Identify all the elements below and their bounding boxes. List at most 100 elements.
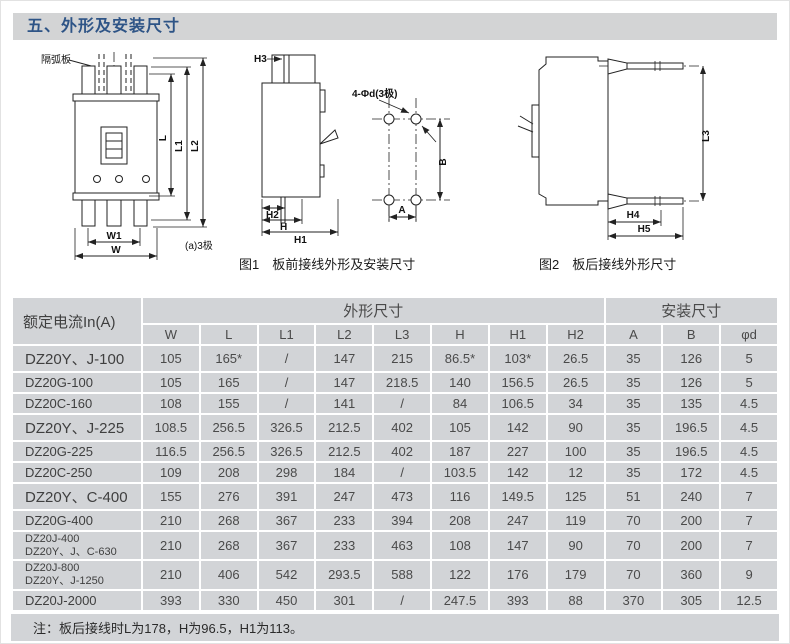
arc-plate-label: 隔弧板 xyxy=(41,53,71,66)
value-cell: 367 xyxy=(258,532,315,560)
value-cell: 35 xyxy=(605,415,662,440)
value-cell: 142 xyxy=(489,463,546,482)
value-cell: 210 xyxy=(143,511,199,530)
value-cell: 103.5 xyxy=(432,463,488,482)
value-cell: 142 xyxy=(489,415,546,440)
value-cell: / xyxy=(258,373,315,392)
value-cell: 233 xyxy=(316,532,373,560)
value-cell: 7 xyxy=(721,532,777,560)
value-cell: 326.5 xyxy=(258,415,315,440)
model-cell: DZ20G-400 xyxy=(13,511,141,530)
column-header: L2 xyxy=(316,325,373,344)
value-cell: 155 xyxy=(200,394,257,413)
value-cell: 135 xyxy=(663,394,720,413)
dim-l3-label: L3 xyxy=(701,130,712,142)
value-cell: / xyxy=(258,394,315,413)
value-cell: 84 xyxy=(432,394,488,413)
value-cell: / xyxy=(374,590,431,610)
section-title: 五、外形及安装尺寸 xyxy=(13,13,777,40)
value-cell: 588 xyxy=(374,561,431,589)
value-cell: 155 xyxy=(143,484,199,509)
column-header: H xyxy=(432,325,488,344)
value-cell: 293.5 xyxy=(316,561,373,589)
value-cell: 12 xyxy=(547,463,604,482)
value-cell: 330 xyxy=(200,590,257,610)
value-cell: 208 xyxy=(200,463,257,482)
value-cell: 147 xyxy=(316,373,373,392)
value-cell: 4.5 xyxy=(721,415,777,440)
value-cell: / xyxy=(374,394,431,413)
value-cell: 7 xyxy=(721,511,777,530)
value-cell: 240 xyxy=(663,484,720,509)
value-cell: 247 xyxy=(489,511,546,530)
model-cell: DZ20J-400 DZ20Y、J、C-630 xyxy=(13,532,141,560)
value-cell: 141 xyxy=(316,394,373,413)
value-cell: 360 xyxy=(663,561,720,589)
value-cell: 9 xyxy=(721,561,777,589)
dim-b-label: B xyxy=(438,158,449,165)
dim-h5-label: H5 xyxy=(638,224,651,235)
value-cell: 218.5 xyxy=(374,373,431,392)
value-cell: 196.5 xyxy=(663,415,720,440)
value-cell: 402 xyxy=(374,415,431,440)
table-note: 注：板后接线时L为178，H为96.5，H1为113。 xyxy=(11,613,779,641)
model-cell: DZ20C-250 xyxy=(13,463,141,482)
value-cell: 4.5 xyxy=(721,442,777,461)
value-cell: 51 xyxy=(605,484,662,509)
value-cell: 176 xyxy=(489,561,546,589)
value-cell: 298 xyxy=(258,463,315,482)
value-cell: 256.5 xyxy=(200,442,257,461)
dim-l-label: L xyxy=(158,135,169,141)
value-cell: 12.5 xyxy=(721,590,777,610)
value-cell: 391 xyxy=(258,484,315,509)
value-cell: 125 xyxy=(547,484,604,509)
value-cell: 370 xyxy=(605,590,662,610)
value-cell: 108 xyxy=(432,532,488,560)
value-cell: 26.5 xyxy=(547,373,604,392)
header-rated-current: 额定电流In(A) xyxy=(13,298,141,344)
value-cell: 463 xyxy=(374,532,431,560)
value-cell: 156.5 xyxy=(489,373,546,392)
value-cell: 106.5 xyxy=(489,394,546,413)
value-cell: 212.5 xyxy=(316,415,373,440)
value-cell: 473 xyxy=(374,484,431,509)
value-cell: 187 xyxy=(432,442,488,461)
value-cell: 116.5 xyxy=(143,442,199,461)
value-cell: 301 xyxy=(316,590,373,610)
value-cell: 147 xyxy=(489,532,546,560)
value-cell: 100 xyxy=(547,442,604,461)
model-cell: DZ20J-2000 xyxy=(13,590,141,610)
value-cell: 147 xyxy=(316,346,373,371)
value-cell: 165 xyxy=(200,373,257,392)
column-header: L xyxy=(200,325,257,344)
value-cell: 4.5 xyxy=(721,394,777,413)
column-header: H2 xyxy=(547,325,604,344)
dim-h2-label: H2 xyxy=(266,210,279,221)
value-cell: 210 xyxy=(143,532,199,560)
value-cell: 179 xyxy=(547,561,604,589)
value-cell: 34 xyxy=(547,394,604,413)
value-cell: 450 xyxy=(258,590,315,610)
value-cell: 108.5 xyxy=(143,415,199,440)
value-cell: 4.5 xyxy=(721,463,777,482)
dim-h-label: H xyxy=(280,222,287,233)
value-cell: 70 xyxy=(605,561,662,589)
dim-l1-label: L1 xyxy=(174,140,185,152)
value-cell: 268 xyxy=(200,532,257,560)
column-header: L3 xyxy=(374,325,431,344)
value-cell: 105 xyxy=(143,346,199,371)
figure2-caption: 图2 板后接线外形尺寸 xyxy=(539,257,677,272)
column-header: φd xyxy=(721,325,777,344)
value-cell: 35 xyxy=(605,463,662,482)
value-cell: 196.5 xyxy=(663,442,720,461)
value-cell: / xyxy=(374,463,431,482)
